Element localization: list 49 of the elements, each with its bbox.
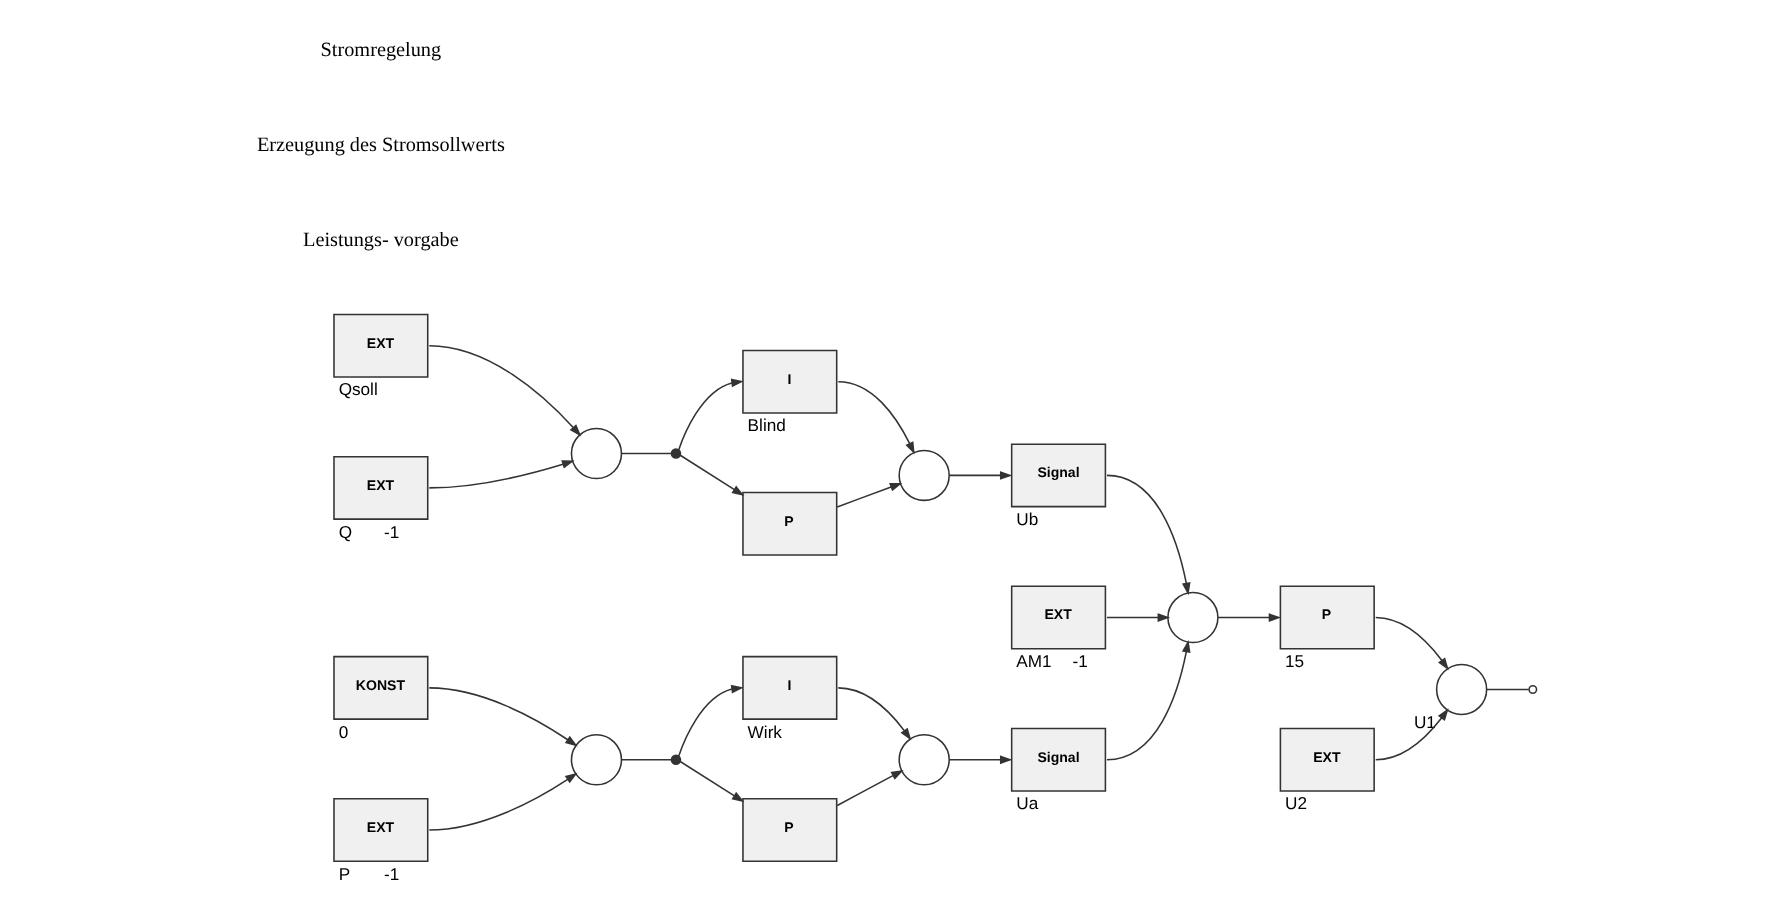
node-dot xyxy=(669,754,681,766)
node-label: P xyxy=(337,863,350,884)
arrow xyxy=(1105,613,1170,622)
node-label: 0 xyxy=(337,721,348,742)
arrow xyxy=(427,344,581,437)
connector xyxy=(620,758,671,761)
arrow xyxy=(678,760,744,803)
node-label: -1 xyxy=(382,521,399,542)
arrow xyxy=(427,687,577,747)
arrow xyxy=(947,471,1012,480)
node-label: 15 xyxy=(1284,651,1304,672)
node-label: Qsoll xyxy=(337,379,377,400)
arrow xyxy=(835,769,903,807)
node-label: Q xyxy=(337,521,352,542)
node-label: AM1 xyxy=(1015,651,1051,672)
node-circle xyxy=(897,733,949,786)
connector xyxy=(1485,688,1529,691)
node-circle xyxy=(1166,591,1218,644)
connector xyxy=(620,452,671,455)
node-label: Ua xyxy=(1015,793,1038,814)
label: Erzeugung des Stromsollwerts xyxy=(255,135,504,158)
node-dot xyxy=(669,448,681,459)
node-label: Wirk xyxy=(746,721,781,742)
arrow xyxy=(836,380,914,455)
arrow xyxy=(427,772,577,831)
arrow xyxy=(677,684,743,757)
arrow xyxy=(678,454,744,496)
node-circle xyxy=(897,449,949,502)
node-label: U1 xyxy=(1412,712,1435,733)
arrow xyxy=(1105,474,1190,596)
node-circle xyxy=(569,427,622,480)
arrow xyxy=(1216,613,1281,622)
arrow xyxy=(947,755,1012,765)
node-label: U2 xyxy=(1284,793,1307,814)
label: Stromregelung xyxy=(319,39,441,62)
node-circle xyxy=(569,733,622,786)
node-circle xyxy=(1434,663,1487,716)
node-label: -1 xyxy=(1071,651,1087,672)
arrow xyxy=(677,378,743,451)
node-label: -1 xyxy=(382,863,399,884)
arrow xyxy=(835,482,902,508)
label: Leistungs- vorgabe xyxy=(302,230,458,253)
arrow xyxy=(1373,708,1448,761)
node-label: Blind xyxy=(746,415,785,436)
arrow xyxy=(427,460,574,489)
node-label: Ub xyxy=(1015,509,1038,530)
arrow xyxy=(1105,640,1190,761)
arrow xyxy=(836,687,911,741)
arrow xyxy=(1373,616,1448,671)
